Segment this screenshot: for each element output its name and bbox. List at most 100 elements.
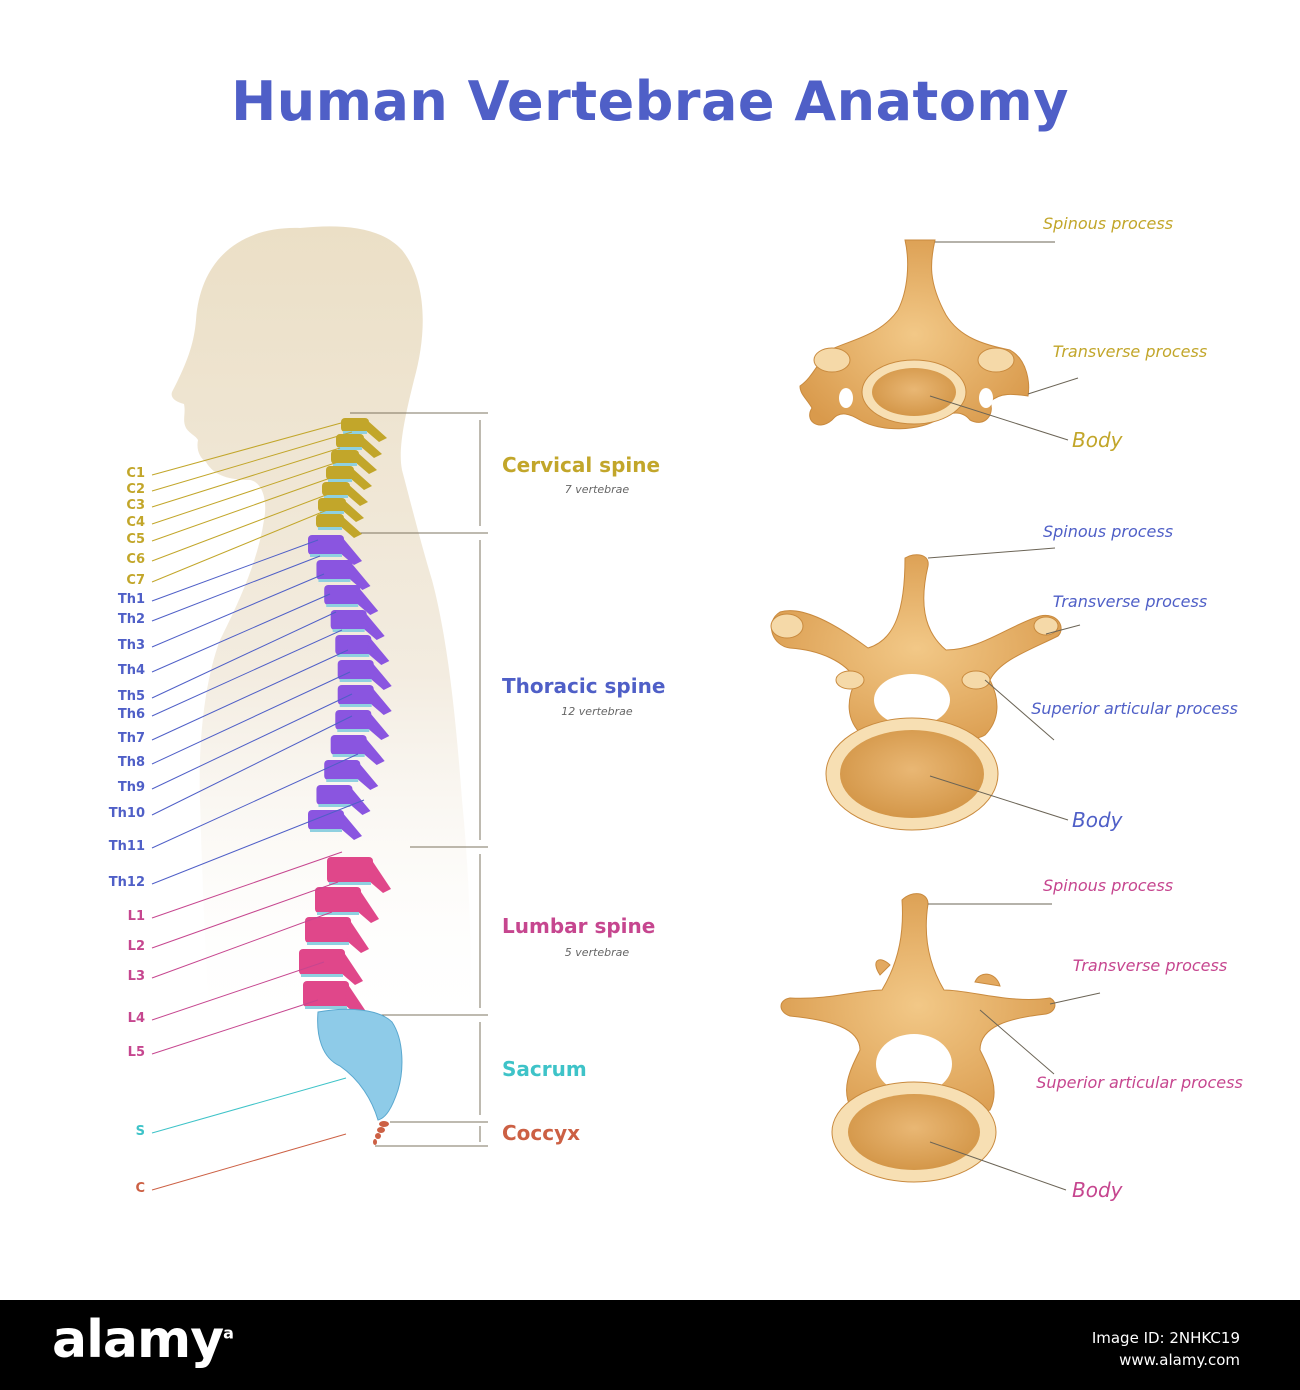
vertebra-segment xyxy=(318,498,346,512)
vertebra-segment xyxy=(331,450,359,464)
lumbar-transverse-callout: Transverse process xyxy=(1072,956,1228,975)
intervertebral-disc xyxy=(332,629,365,632)
page-title: Human Vertebrae Anatomy xyxy=(231,70,1069,133)
vertebra-segment xyxy=(336,434,364,448)
vertebra-segment xyxy=(337,685,374,705)
leader-line xyxy=(151,475,337,542)
callout-leader-lines xyxy=(927,241,1101,1191)
leader-line xyxy=(151,961,325,1021)
cervical-body-callout: Body xyxy=(1072,428,1123,452)
intervertebral-disc xyxy=(343,431,367,434)
intervertebral-disc xyxy=(339,704,372,707)
vertebra-segment xyxy=(330,610,367,630)
spinous-process xyxy=(350,468,372,490)
lumbar-count: 5 vertebrae xyxy=(564,946,630,959)
vertebra-segment xyxy=(326,466,354,480)
brand-logo[interactable]: alamya xyxy=(52,1310,234,1370)
vertebra-segment xyxy=(316,514,344,528)
vertebra-segment xyxy=(324,585,361,605)
cervical-count: 7 vertebrae xyxy=(564,483,630,496)
spinous-process xyxy=(356,762,379,790)
vertebra-segment xyxy=(337,660,374,680)
lumbar-body-callout: Body xyxy=(1072,1178,1123,1202)
footer-bar xyxy=(0,1300,1300,1390)
spinous-process xyxy=(369,662,392,690)
spinous-process xyxy=(348,562,371,590)
intervertebral-disc xyxy=(332,754,365,757)
leader-line xyxy=(151,911,333,979)
spinous-process xyxy=(340,812,362,840)
coccyx-segment xyxy=(373,1139,377,1145)
vertebra-label-th4: Th4 xyxy=(117,663,145,678)
site-url[interactable]: www.alamy.com xyxy=(1119,1351,1240,1369)
vertebra-segment xyxy=(315,887,361,913)
intervertebral-disc xyxy=(301,974,343,977)
leader-line xyxy=(151,629,343,717)
vertebra-label-l5: L5 xyxy=(127,1045,145,1060)
vertebra-segment xyxy=(335,710,372,730)
thoracic-spinous-callout: Spinous process xyxy=(1042,522,1174,541)
intervertebral-disc xyxy=(317,912,359,915)
lumbar-vertebra-illustration xyxy=(780,893,1056,1183)
image-id: Image ID: 2NHKC19 xyxy=(1091,1329,1240,1347)
vertebra-segment xyxy=(316,785,353,805)
leader-line xyxy=(151,491,335,562)
vertebra-label-th6: Th6 xyxy=(117,707,145,722)
vertebra-label-s: S xyxy=(135,1124,145,1139)
cervical-transverse-callout: Transverse process xyxy=(1052,342,1208,361)
vertebra-segment xyxy=(335,635,372,655)
intervertebral-disc xyxy=(305,1006,347,1009)
vertebra-label-th3: Th3 xyxy=(117,638,145,653)
leader-line xyxy=(151,461,339,525)
leader-line xyxy=(151,419,353,476)
intervertebral-disc xyxy=(333,463,357,466)
spinous-process xyxy=(342,500,364,522)
leader-line xyxy=(151,693,353,790)
intervertebral-disc xyxy=(307,942,349,945)
cervical-spine-label: Cervical spine xyxy=(502,453,661,477)
intervertebral-disc xyxy=(326,779,359,782)
coccyx-segment xyxy=(379,1121,389,1127)
vertebra-label-th2: Th2 xyxy=(117,612,145,627)
vertebra-label-c1: C1 xyxy=(126,466,145,481)
intervertebral-disc xyxy=(310,829,342,832)
vertebra-label-th11: Th11 xyxy=(108,839,145,854)
spinous-process xyxy=(356,587,379,615)
intervertebral-disc xyxy=(337,654,370,657)
leader-line xyxy=(151,555,321,622)
thoracic-body-callout: Body xyxy=(1072,808,1123,832)
thoracic-transverse-callout: Transverse process xyxy=(1052,592,1208,611)
vertebra-label-c6: C6 xyxy=(126,552,145,567)
intervertebral-disc xyxy=(310,554,342,557)
spinous-process xyxy=(367,637,390,665)
thoracic-superior-articular-callout: Superior articular process xyxy=(1031,699,1238,718)
coccyx-segment xyxy=(375,1133,381,1139)
vertebra-segment xyxy=(327,857,373,883)
vertebra-label-c7: C7 xyxy=(126,573,145,588)
intervertebral-disc xyxy=(318,579,351,582)
leader-line xyxy=(151,753,359,849)
vertebra-segment xyxy=(341,418,369,432)
vertebra-segment xyxy=(299,949,345,975)
vertebra-label-th8: Th8 xyxy=(117,755,145,770)
leader-line xyxy=(151,573,325,648)
spinous-process xyxy=(365,420,387,442)
vertebra-segment xyxy=(322,482,350,496)
thoracic-spine-label: Thoracic spine xyxy=(502,674,666,698)
lumbar-superior-articular-callout: Superior articular process xyxy=(1036,1073,1243,1092)
spinous-process xyxy=(340,537,362,565)
leader-line xyxy=(151,799,365,885)
leader-line xyxy=(151,593,331,673)
spinous-process xyxy=(357,889,379,923)
image-id-block: Image ID: 2NHKC19 www.alamy.com xyxy=(1092,1327,1240,1371)
spinous-process xyxy=(348,787,371,815)
spinous-process xyxy=(355,452,377,474)
vertebra-label-th7: Th7 xyxy=(117,731,145,746)
vertebra-segment xyxy=(324,760,361,780)
intervertebral-disc xyxy=(326,604,359,607)
thoracic-count: 12 vertebrae xyxy=(561,705,633,718)
lumbar-spine-label: Lumbar spine xyxy=(502,914,656,938)
intervertebral-disc xyxy=(318,527,342,530)
vertebra-label-l2: L2 xyxy=(127,939,145,954)
spinous-process xyxy=(341,951,363,985)
